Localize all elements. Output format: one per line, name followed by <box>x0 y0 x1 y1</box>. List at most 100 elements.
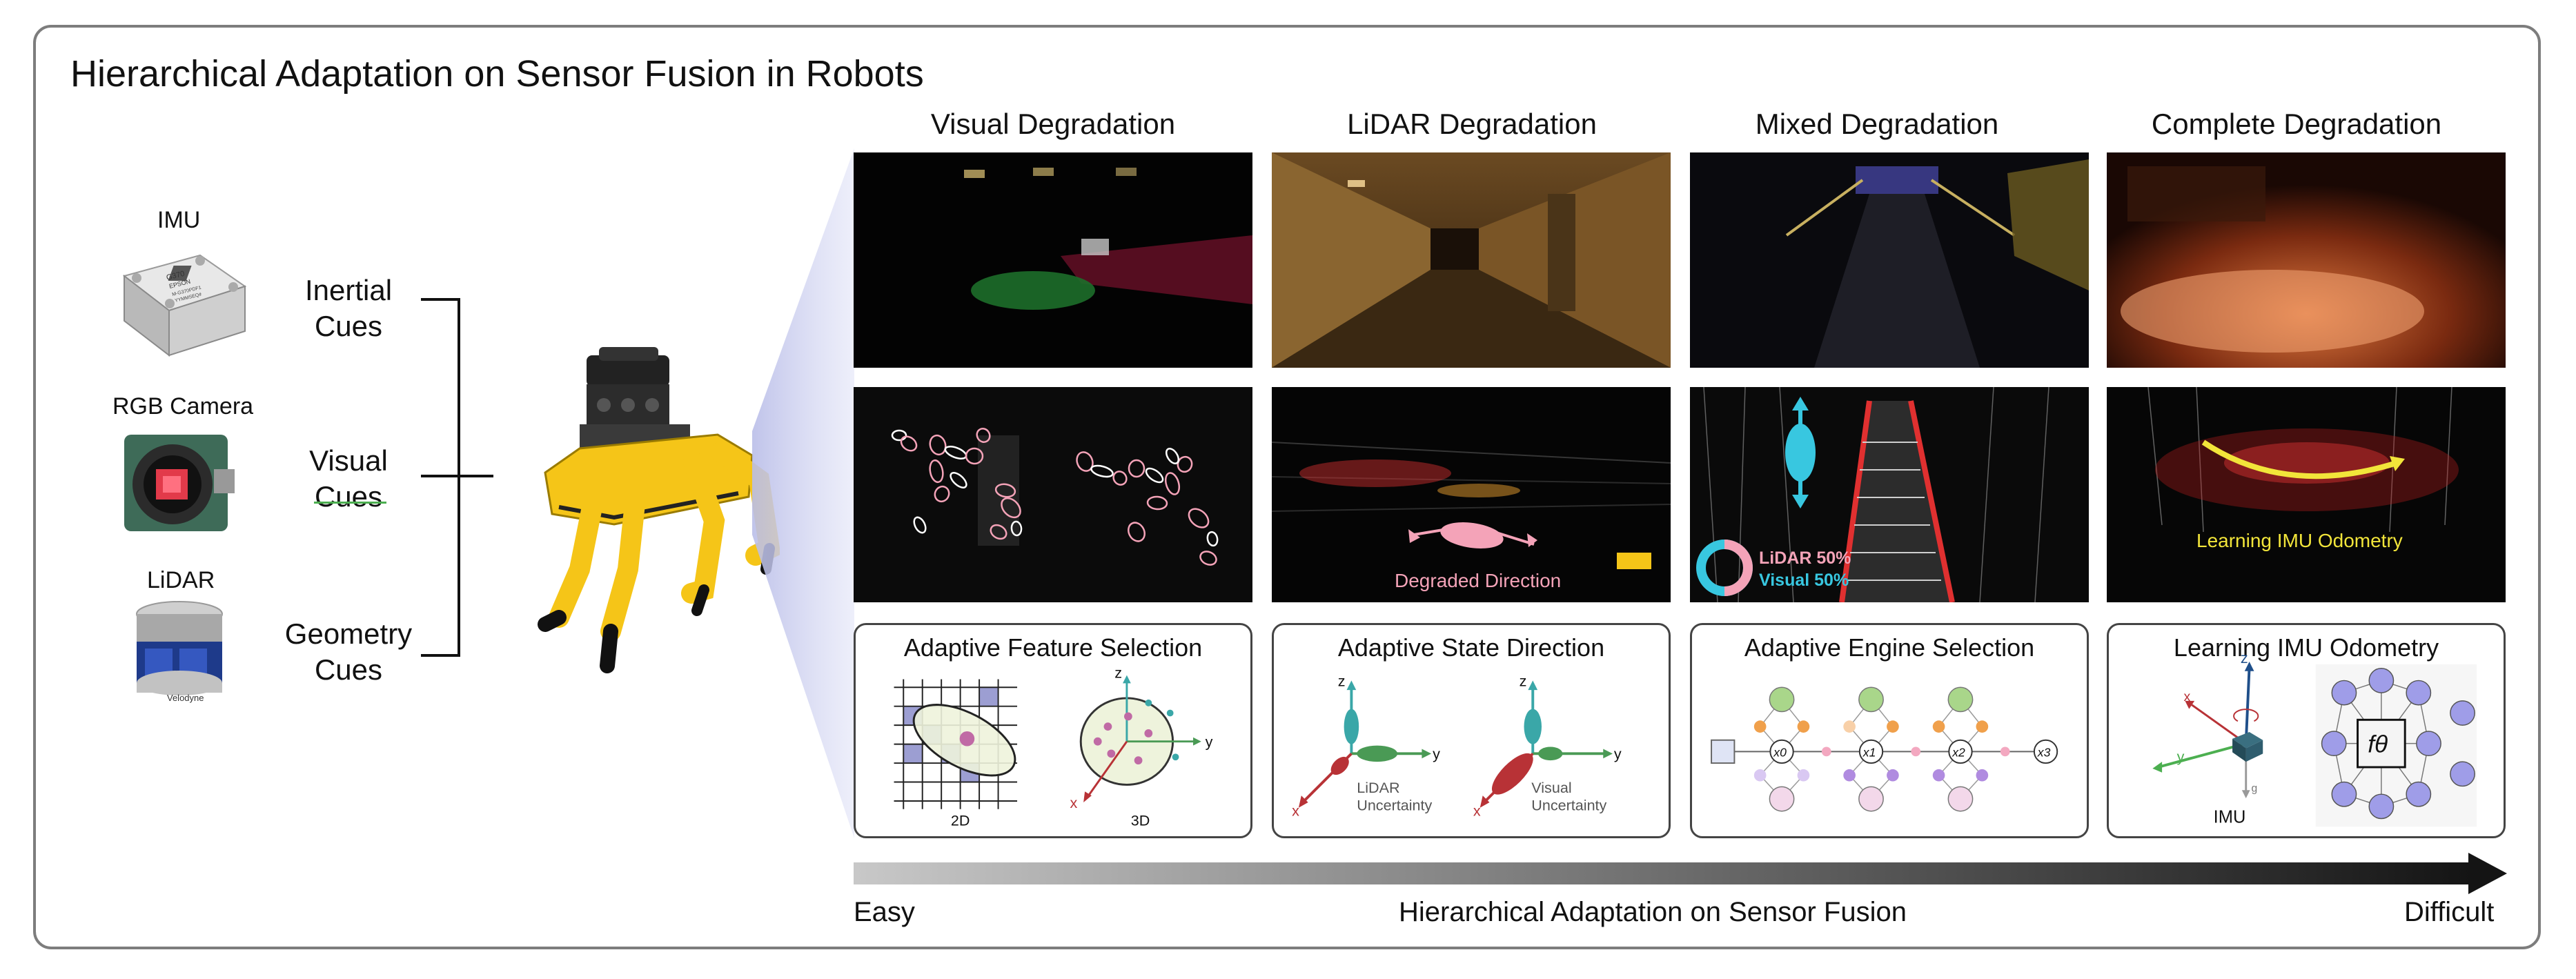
lidar-label: LiDAR <box>147 567 215 593</box>
feature-ellipse <box>950 472 967 488</box>
label-x-1: x <box>1070 794 1078 811</box>
feature-ellipse <box>934 485 950 503</box>
label-y-2: y <box>1433 745 1440 762</box>
complete-degraded-panel: Learning IMU Odometry <box>2107 387 2506 602</box>
label-y-4: y <box>2177 748 2185 765</box>
f-theta-label: fθ <box>2368 731 2388 758</box>
feature-ellipse <box>1206 531 1219 547</box>
learning-imu-odometry-title: Learning IMU Odometry <box>2173 633 2439 662</box>
neural-network-diagram: fθ <box>2315 664 2477 827</box>
feature-ellipse <box>1146 495 1168 511</box>
col-title-mixed: Mixed Degradation <box>1755 108 1999 140</box>
learning-imu-odometry-box: Learning IMU Odometry z y x g IMU <box>2107 623 2506 838</box>
axis-difficult-label: Difficult <box>2404 897 2495 927</box>
lidar-brand-text: Velodyne <box>167 693 204 703</box>
feature-ellipse <box>1199 551 1217 566</box>
photo-complete-degradation <box>2107 152 2506 368</box>
visual-uncertainty-axes: z y x Visual Uncertainty <box>1473 672 1622 819</box>
feature-ellipse <box>1164 472 1181 495</box>
geometry-cues-label: Geometry Cues <box>284 617 413 686</box>
adaptive-engine-selection-title: Adaptive Engine Selection <box>1744 633 2035 662</box>
label-z-2: z <box>1338 672 1346 689</box>
label-x-2: x <box>1292 802 1299 820</box>
node-x3: x3 <box>2037 745 2051 759</box>
sphere-3d-diagram: z y x 3D <box>1070 664 1213 829</box>
lidar-uncertainty-label-1: LiDAR <box>1357 779 1399 796</box>
degraded-direction-label: Degraded Direction <box>1395 570 1561 591</box>
label-z-3: z <box>1520 672 1527 689</box>
adaptive-state-direction-box: Adaptive State Direction z y x LiDAR Unc… <box>1272 623 1671 838</box>
visual-cues-label: Visual Cues <box>309 444 388 513</box>
label-g: g <box>2252 782 2258 794</box>
axis-center-label: Hierarchical Adaptation on Sensor Fusion <box>1399 897 1907 927</box>
col-title-complete: Complete Degradation <box>2151 108 2442 140</box>
photo-visual-degradation <box>854 152 1252 368</box>
feature-ellipse <box>1128 522 1146 542</box>
feature-ellipse <box>1076 451 1094 472</box>
feature-ellipse <box>1010 520 1023 537</box>
feature-ellipse <box>891 429 907 442</box>
feature-ellipse <box>1165 447 1180 465</box>
col-title-lidar: LiDAR Degradation <box>1347 108 1597 140</box>
figure-frame <box>33 25 2541 949</box>
feature-ellipse <box>913 516 927 534</box>
lidar-degraded-panel: Degraded Direction <box>1272 387 1671 602</box>
lidar-share-label: LiDAR 50% <box>1759 548 1851 568</box>
adaptive-state-direction-title: Adaptive State Direction <box>1337 633 1605 662</box>
lidar-device-icon: Velodyne <box>136 601 223 703</box>
feature-ellipse <box>929 434 947 456</box>
lidar-uncertainty-label-2: Uncertainty <box>1357 797 1432 814</box>
factor-graph-diagram: x0 x1 x2 x3 <box>1711 686 2058 812</box>
imu-device-icon: G370 EPSON M-G370PDF1 YYMMSEQ# <box>122 254 247 357</box>
axis-easy-label: Easy <box>854 897 915 927</box>
learning-imu-overlay: Learning IMU Odometry <box>2196 530 2403 551</box>
label-y-3: y <box>1614 745 1622 762</box>
node-x1: x1 <box>1862 745 1876 759</box>
feature-ellipse <box>900 435 918 452</box>
visual-uncertainty-label-2: Uncertainty <box>1531 797 1606 814</box>
label-z-1: z <box>1114 664 1122 682</box>
visual-uncertainty-label-1: Visual <box>1531 779 1571 796</box>
adaptive-engine-selection-box: Adaptive Engine Selection <box>1690 623 2089 838</box>
grid-2d-diagram: 2D <box>894 679 1018 829</box>
node-x2: x2 <box>1951 745 1965 759</box>
visual-share-label: Visual 50% <box>1759 571 1849 590</box>
adaptive-feature-selection-title: Adaptive Feature Selection <box>903 633 1203 662</box>
projection-fan <box>752 148 854 838</box>
col-title-visual: Visual Degradation <box>930 108 1176 140</box>
mixed-degraded-panel: LiDAR 50% Visual 50% <box>1690 387 2089 602</box>
inertial-cues-label: Inertial Cues <box>304 274 393 342</box>
label-2d: 2D <box>951 811 970 829</box>
imu-caption: IMU <box>2214 807 2246 827</box>
feature-ellipse <box>976 428 991 443</box>
adaptive-feature-selection-box: Adaptive Feature Selection 2D <box>854 623 1252 838</box>
features-visual-panel <box>854 387 1252 602</box>
figure-title: Hierarchical Adaptation on Sensor Fusion… <box>70 53 924 95</box>
label-y-1: y <box>1206 733 1213 751</box>
feature-ellipse <box>1112 471 1128 486</box>
feature-ellipse <box>1145 467 1164 484</box>
label-3d: 3D <box>1131 811 1150 829</box>
feature-ellipse <box>929 459 944 484</box>
imu-label: IMU <box>157 207 201 233</box>
quadruped-robot-image <box>538 347 780 673</box>
feature-ellipse <box>1001 497 1021 519</box>
feature-ellipse <box>1128 459 1146 478</box>
photo-mixed-degradation <box>1690 152 2089 368</box>
feature-ellipse <box>965 447 984 465</box>
imu-axes-diagram: z y x g IMU <box>2152 649 2263 827</box>
node-x0: x0 <box>1773 745 1787 759</box>
feature-ellipse <box>994 483 1016 498</box>
feature-ellipse <box>1188 508 1210 528</box>
label-z-4: z <box>2241 649 2248 666</box>
rgb-camera-label: RGB Camera <box>112 393 254 419</box>
photo-lidar-degradation <box>1272 152 1671 368</box>
visual-cues-underline <box>314 502 386 504</box>
difficulty-arrow <box>854 853 2507 894</box>
cue-bracket <box>421 298 493 657</box>
feature-ellipse <box>1090 464 1114 478</box>
lidar-uncertainty-axes: z y x LiDAR Uncertainty <box>1292 672 1440 819</box>
camera-device-icon <box>124 435 235 531</box>
feature-ellipse <box>990 524 1007 540</box>
label-x-3: x <box>1473 802 1481 820</box>
